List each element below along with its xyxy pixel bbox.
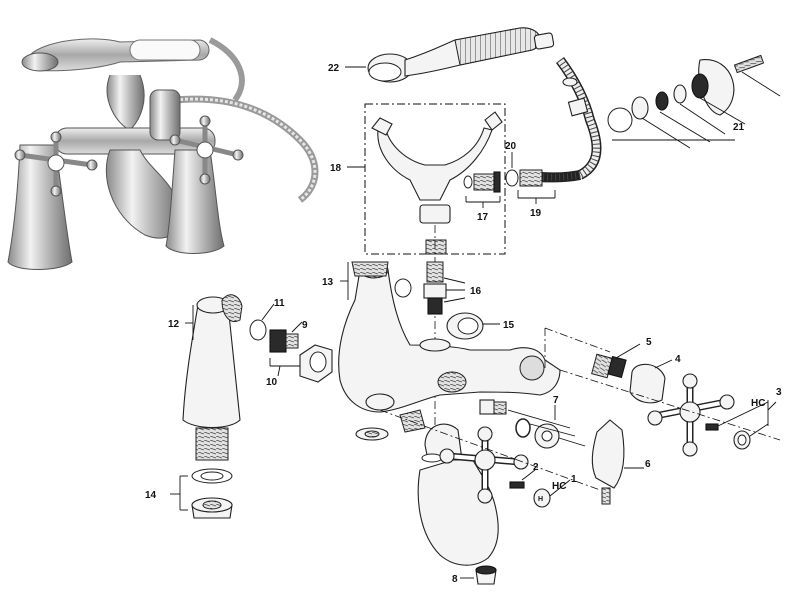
label-10: 10 — [266, 377, 278, 388]
leaders-7 — [507, 409, 586, 447]
label-6: 6 — [645, 459, 651, 470]
part-left-headwork — [355, 409, 463, 463]
leaders-21 — [612, 71, 781, 149]
part-8-aerator — [475, 565, 497, 585]
axis-left-assembly — [379, 409, 601, 491]
part-7-valve-components — [479, 399, 560, 449]
cross-handle-right — [647, 373, 735, 457]
product-photo — [7, 37, 319, 270]
leader-4 — [654, 359, 673, 369]
axis-right-outlet — [544, 327, 611, 353]
part-11-washer — [249, 319, 267, 341]
part-15-nut — [446, 312, 484, 340]
label-12: 12 — [168, 319, 180, 330]
part-2-screw — [509, 481, 525, 489]
part-18-cradle — [371, 111, 503, 255]
label-1: 1 — [571, 474, 577, 485]
leader-1 — [549, 479, 571, 497]
label-4: 4 — [675, 354, 681, 365]
label-7: 7 — [553, 395, 559, 406]
part-6-shroud — [591, 419, 625, 505]
part-20-washer — [505, 169, 519, 187]
label-hc-3: HC — [751, 398, 765, 409]
label-16: 16 — [470, 286, 482, 297]
part-14-backnut-washer — [191, 468, 233, 519]
label-14: 14 — [145, 490, 157, 501]
bracket-10 — [269, 358, 300, 377]
part-21-wall-bracket — [607, 54, 765, 133]
part-16-diverter — [423, 261, 447, 315]
bracket-12 — [185, 305, 194, 340]
bracket-13 — [340, 262, 349, 300]
leader-9 — [291, 321, 303, 333]
part-3-screw-and-indice — [705, 423, 751, 450]
part-17-diverter-seals — [463, 171, 501, 193]
leader-5 — [615, 343, 641, 359]
bracket-17 — [465, 196, 501, 208]
part-22-hand-shower — [367, 27, 555, 83]
label-19: 19 — [530, 208, 542, 219]
label-8: 8 — [452, 574, 458, 585]
label-13: 13 — [322, 277, 334, 288]
label-3: 3 — [776, 387, 782, 398]
part-19-hose-connector — [519, 169, 543, 187]
label-5: 5 — [646, 337, 652, 348]
leader-2 — [521, 469, 536, 481]
leader-11 — [261, 303, 275, 321]
part-5-headwork — [591, 353, 627, 379]
main-body-casting — [338, 261, 561, 413]
label-17: 17 — [477, 212, 489, 223]
cross-handle-left — [439, 426, 529, 504]
part-shower-hose — [529, 57, 602, 183]
part-1-indice — [533, 488, 551, 508]
bracket-19 — [517, 190, 556, 204]
indice-mark-1: H — [538, 496, 543, 503]
label-18: 18 — [330, 163, 342, 174]
label-21: 21 — [733, 122, 745, 133]
part-12-left-pillar — [182, 294, 243, 461]
left-cross-handle — [14, 131, 98, 197]
label-15: 15 — [503, 320, 515, 331]
label-9: 9 — [302, 320, 308, 331]
label-22: 22 — [328, 63, 340, 74]
part-13-body-inlet — [351, 261, 412, 298]
part-9-valve-insert — [269, 329, 299, 353]
label-hc-1: HC — [552, 481, 566, 492]
label-20: 20 — [505, 141, 517, 152]
bracket-14 — [170, 475, 188, 511]
leaders-16 — [443, 277, 466, 303]
part-4-shroud — [629, 363, 666, 404]
label-11: 11 — [274, 298, 285, 309]
part-10-nut — [299, 344, 333, 383]
right-cross-handle — [169, 115, 244, 185]
axis-right-assembly — [559, 369, 781, 441]
leaders-3 — [717, 400, 777, 437]
label-2: 2 — [533, 462, 539, 473]
